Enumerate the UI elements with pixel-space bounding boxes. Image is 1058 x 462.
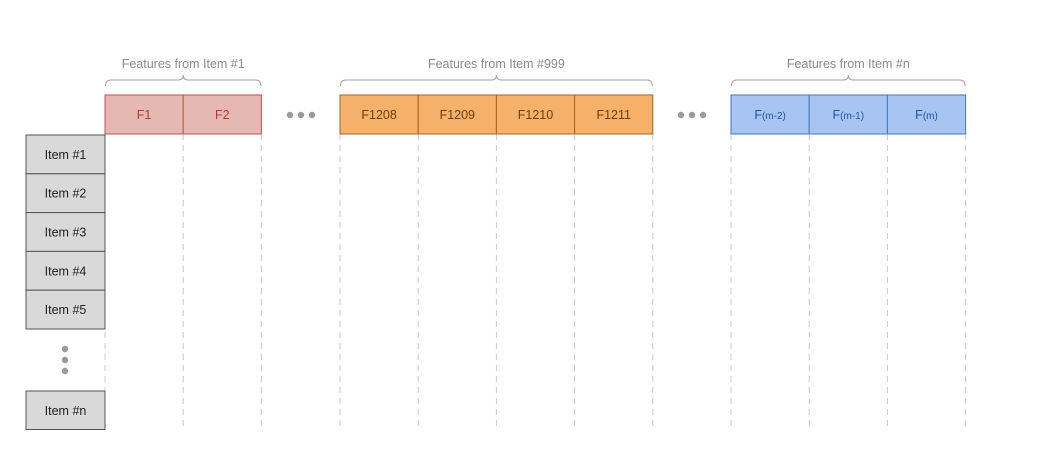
item-box [25, 390, 106, 430]
item-row-label: Item #4 [25, 250, 106, 291]
feature-cell: F2 [182, 94, 262, 135]
item-label: Item #n [45, 404, 87, 418]
column-guides [104, 134, 967, 430]
feature-subscript: (m-1) [840, 111, 864, 122]
feature-cell: F1211 [574, 94, 654, 135]
item-row-label: Item #5 [25, 289, 106, 330]
feature-name: F2 [215, 108, 230, 122]
item-label: Item #2 [45, 187, 87, 201]
item-box [25, 173, 106, 214]
feature-label: F(m-1) [833, 108, 865, 122]
item-row-label: Item #3 [25, 212, 106, 252]
feature-subscript: (m) [923, 111, 938, 122]
item-column: Item #1 Item #2 Item #3 Item #4 Item #5 Item … [25, 134, 106, 430]
feature-cell-box [182, 94, 262, 135]
feature-cell-box [417, 94, 497, 135]
feature-cell: F1208 [339, 94, 419, 135]
feature-name: F1 [137, 108, 152, 122]
feature-cell-box [339, 94, 419, 135]
feature-cell: F1209 [417, 94, 497, 135]
feature-label: F1210 [518, 108, 553, 122]
feature-cell: F1210 [495, 94, 576, 135]
ellipsis-dot [699, 111, 707, 119]
group-braces: Features from Item #1 Features from Item … [105, 57, 966, 87]
feature-name: F [754, 108, 762, 122]
feature-cell: F1 [104, 94, 184, 135]
item-row-label: Item #1 [25, 134, 106, 175]
feature-cell: F(m-2) [730, 94, 810, 135]
feature-name: F1208 [361, 108, 396, 122]
group-label: Features from Item #n [787, 57, 910, 71]
feature-cell-box [104, 94, 184, 135]
item-label: Item #4 [45, 264, 87, 278]
group-label: Features from Item #999 [428, 57, 565, 71]
group-label: Features from Item #1 [122, 57, 245, 71]
feature-cell: F(m) [886, 94, 967, 135]
feature-name: F1211 [596, 108, 631, 122]
feature-subscript: (m-2) [762, 111, 786, 122]
feature-label: F(m) [915, 108, 938, 122]
feature-name: F1209 [440, 108, 475, 122]
feature-label: F(m-2) [754, 108, 786, 122]
feature-label: F1211 [596, 108, 631, 122]
group-brace [105, 74, 262, 87]
feature-cell-box [808, 94, 888, 135]
vertical-ellipsis-dot [61, 356, 69, 364]
vertical-ellipsis-dot [61, 345, 69, 353]
item-label: Item #1 [45, 148, 87, 162]
item-box [25, 289, 106, 330]
group-brace [731, 74, 966, 87]
item-label: Item #5 [45, 303, 87, 317]
ellipsis-dot [677, 111, 685, 119]
feature-cell-box [730, 94, 810, 135]
ellipsis-markers [61, 111, 707, 375]
feature-name: F1210 [518, 108, 553, 122]
ellipsis-dot [286, 111, 294, 119]
vertical-ellipsis-dot [61, 367, 69, 375]
feature-label: F1 [137, 108, 152, 122]
feature-label: F2 [215, 108, 230, 122]
ellipsis-dot [308, 111, 316, 119]
ellipsis-dot [688, 111, 696, 119]
feature-label: F1209 [440, 108, 475, 122]
feature-cell-box [574, 94, 654, 135]
feature-name: F [833, 108, 841, 122]
item-box [25, 250, 106, 291]
item-label: Item #3 [45, 226, 87, 240]
item-row-label: Item #2 [25, 173, 106, 214]
feature-cell-box [886, 94, 967, 135]
ellipsis-dot [297, 111, 305, 119]
feature-cell: F(m-1) [808, 94, 888, 135]
item-row-label-last: Item #n [25, 390, 106, 430]
feature-name: F [915, 108, 923, 122]
feature-label: F1208 [361, 108, 396, 122]
group-brace [340, 74, 653, 87]
feature-cell-box [495, 94, 576, 135]
